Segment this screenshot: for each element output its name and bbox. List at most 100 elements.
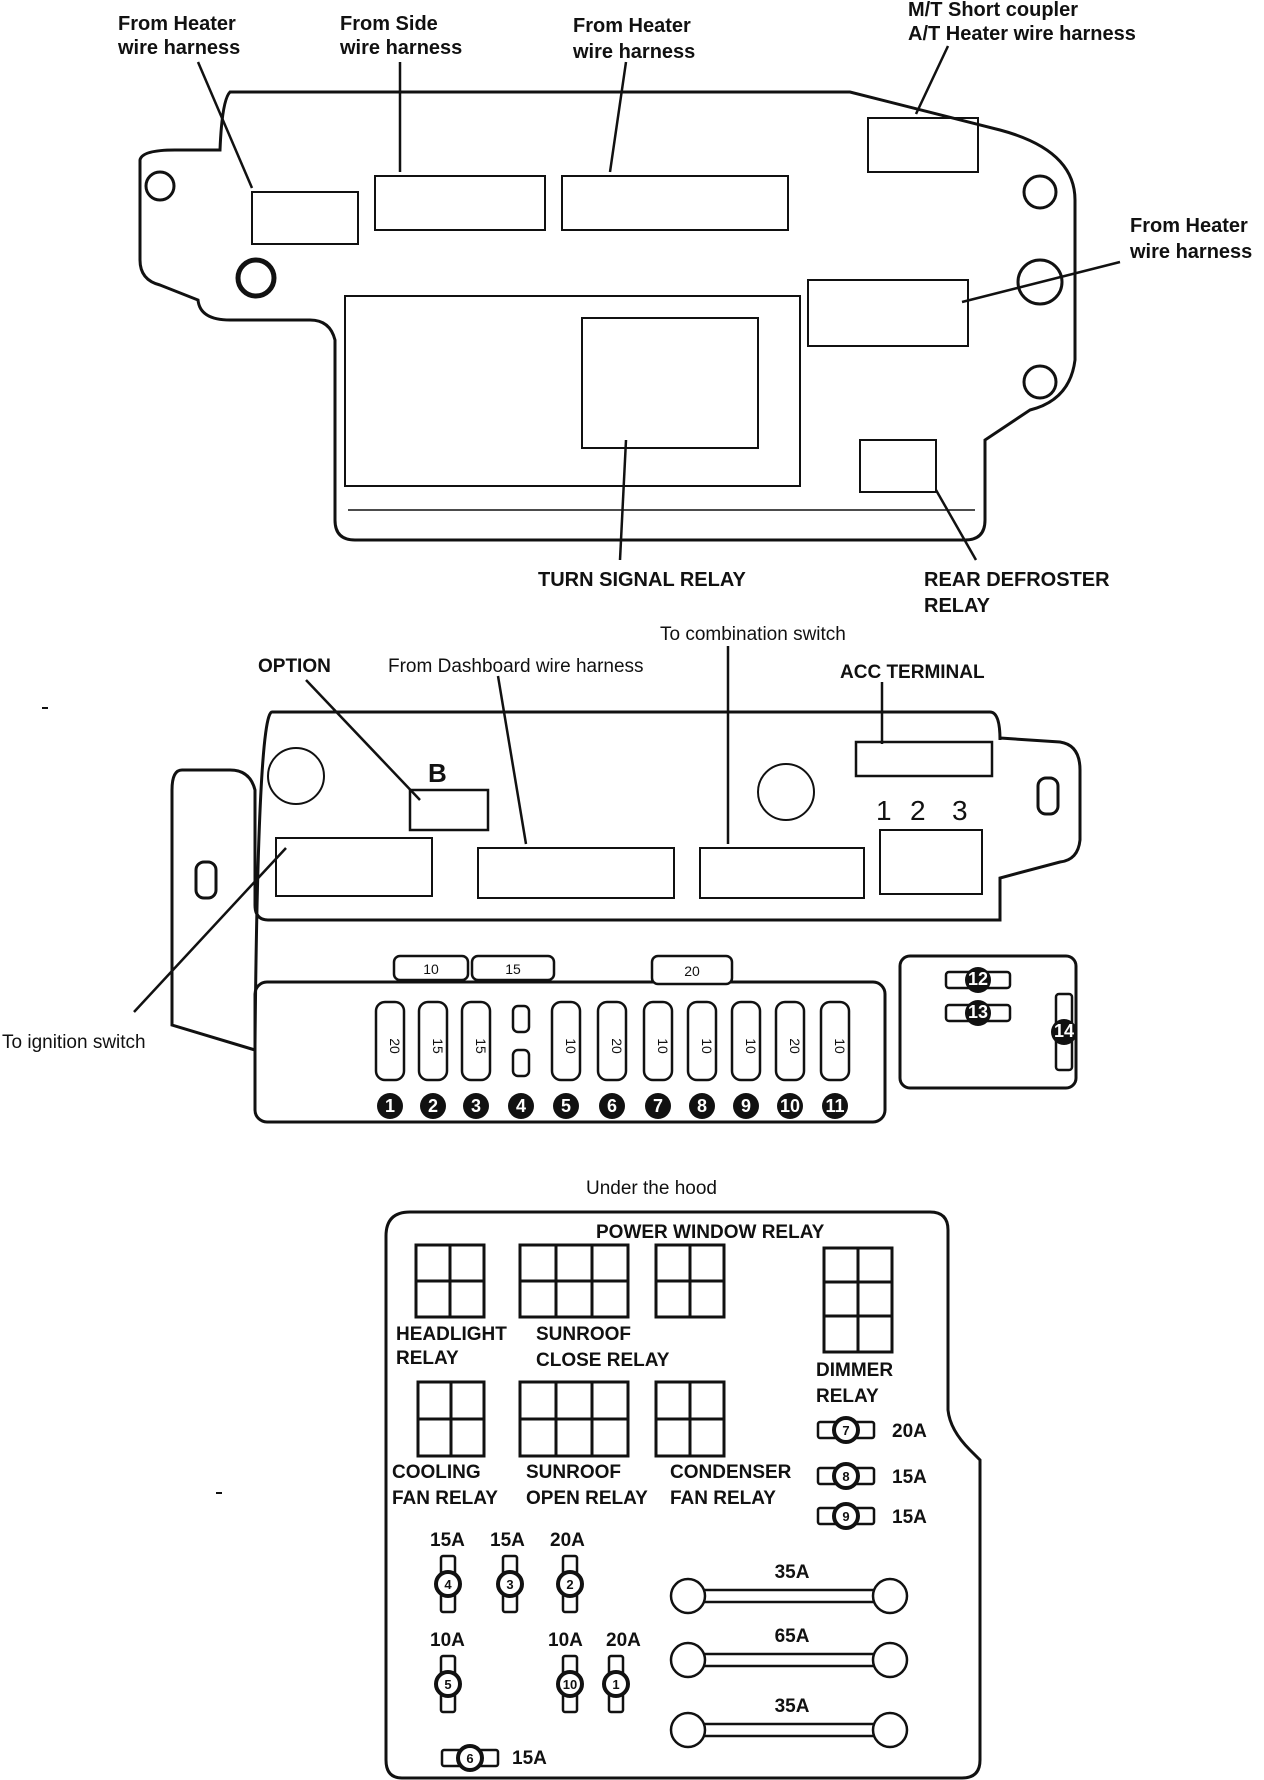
- leader-option: [305, 679, 421, 801]
- fuse-rating-11: 10: [832, 1038, 848, 1054]
- heater-connector-right: [807, 279, 969, 347]
- middle-mount-left: [267, 747, 325, 805]
- short-coupler-connector: [867, 117, 979, 173]
- fuse-number-disc-4: [508, 1093, 534, 1119]
- fuse-number-1: 1: [385, 1096, 395, 1116]
- hood-fuse-disc-8: [832, 1462, 860, 1490]
- side-harness-connector: [374, 175, 546, 231]
- fuse-slot-6: 20 6: [596, 1000, 628, 1119]
- hood-fuse-number-7: 7: [842, 1423, 849, 1438]
- fuse-slot-4: 4: [508, 1004, 534, 1119]
- top-leaders: [196, 45, 1121, 561]
- fuse-number-8: 8: [697, 1096, 707, 1116]
- hood-fuse-7: 7 20A: [816, 1416, 927, 1444]
- label-option: OPTION: [258, 656, 331, 677]
- fusible-link-right-terminal-1: [871, 1577, 909, 1615]
- sunroof-open-relay-body: [518, 1380, 630, 1458]
- fuse-number-disc-10: [777, 1093, 803, 1119]
- hood-fuse-disc-5: [434, 1670, 462, 1698]
- side-fuse-13: 13: [944, 1000, 1012, 1026]
- fuse-rating-10: 20: [787, 1038, 803, 1054]
- fuse-body-lower-4: [511, 1048, 531, 1078]
- fuse-number-disc-1: [377, 1093, 403, 1119]
- fuse-number-4: 4: [516, 1096, 526, 1116]
- heater-connector-left: [251, 191, 359, 245]
- dimmer-relay-body: [822, 1246, 894, 1354]
- leader-heater-left: [196, 61, 254, 189]
- fuse-rating-7: 10: [655, 1038, 671, 1054]
- middle-leaders: [133, 646, 884, 1013]
- top-fuse-15-label: 15: [505, 961, 521, 977]
- top-mount-hole-right-1: [1022, 174, 1058, 210]
- middle-mount-center: [757, 763, 815, 821]
- hood-fuse-rating-5: 10A: [430, 1630, 465, 1651]
- hood-fuse-rating-8: 15A: [892, 1467, 927, 1488]
- side-fuse-12: 12: [944, 967, 1012, 993]
- fuse-slot-3: 153: [460, 1000, 492, 1119]
- fuse-body-4: [511, 1004, 531, 1034]
- hood-fuse-disc-9: [832, 1502, 860, 1530]
- fuse-slot-1: 20 1: [374, 1000, 406, 1119]
- fuse-body-9: [730, 1000, 762, 1082]
- acc-number-2: 2: [910, 795, 926, 826]
- fuse-body-6: [596, 1000, 628, 1082]
- middle-fuse-box: [170, 710, 1082, 1124]
- fuse-slot-11: 10 11: [819, 1000, 851, 1119]
- label-dashboard: From Dashboard wire harness: [388, 656, 644, 677]
- rear-defroster-relay-body: [859, 439, 937, 493]
- top-box-outline: [138, 90, 1077, 542]
- fusible-link-rating-1: 35A: [775, 1562, 810, 1583]
- hood-fuse-rating-10: 10A: [548, 1630, 583, 1651]
- fuse-rating-8: 10: [699, 1038, 715, 1054]
- fuse-number-disc-5: [553, 1093, 579, 1119]
- side-fuse-disc-14: [1051, 1019, 1077, 1045]
- fuse-number-disc-11: [822, 1093, 848, 1119]
- fuse-rating-6: 20: [609, 1038, 625, 1054]
- hood-fuse-disc-6: [456, 1744, 484, 1772]
- top-grommet: [235, 257, 277, 299]
- fuse-number-11: 11: [825, 1096, 844, 1116]
- fusible-link-1: 35A: [669, 1562, 909, 1615]
- hood-fuse-number-8: 8: [842, 1469, 849, 1484]
- side-fuse-number-14: 14: [1054, 1021, 1074, 1041]
- under-hood-box: [384, 1210, 982, 1780]
- fuse-rating-1: 20: [387, 1038, 403, 1054]
- fusible-link-3: 35A: [669, 1696, 909, 1749]
- hood-fuse-disc-10: [556, 1670, 584, 1698]
- top-fuse-20: [650, 954, 734, 986]
- fuse-number-disc-6: [599, 1093, 625, 1119]
- label-turn-signal-relay: TURN SIGNAL RELAY: [538, 569, 746, 591]
- fusible-link-left-terminal-2: [669, 1641, 707, 1679]
- side-fuse-disc-13: [965, 1000, 991, 1026]
- hood-fuse-number-1: 1: [612, 1677, 619, 1692]
- fuse-body-11: [819, 1000, 851, 1082]
- fuse-slot-7: 107: [642, 1000, 674, 1119]
- headlight-relay-body: [414, 1243, 486, 1319]
- top-fuse-box: [138, 90, 1077, 542]
- fuse-rating-9: 10: [743, 1038, 759, 1054]
- fuse-number-5: 5: [561, 1096, 571, 1116]
- hood-fuse-disc-2: [556, 1570, 584, 1598]
- top-fuse-10: [392, 954, 470, 982]
- fuse-number-6: 6: [607, 1096, 617, 1116]
- hood-fuse-8: 8 15A: [816, 1462, 927, 1490]
- middle-top-fuses: 10 15 20: [392, 954, 734, 986]
- fuse-body-7: [642, 1000, 674, 1082]
- fuse-number-disc-8: [689, 1093, 715, 1119]
- hood-fuse-disc-1: [602, 1670, 630, 1698]
- label-ignition: To ignition switch: [2, 1032, 146, 1053]
- top-mount-hole-left: [144, 170, 176, 202]
- hood-fuse-rating-7: 20A: [892, 1421, 927, 1442]
